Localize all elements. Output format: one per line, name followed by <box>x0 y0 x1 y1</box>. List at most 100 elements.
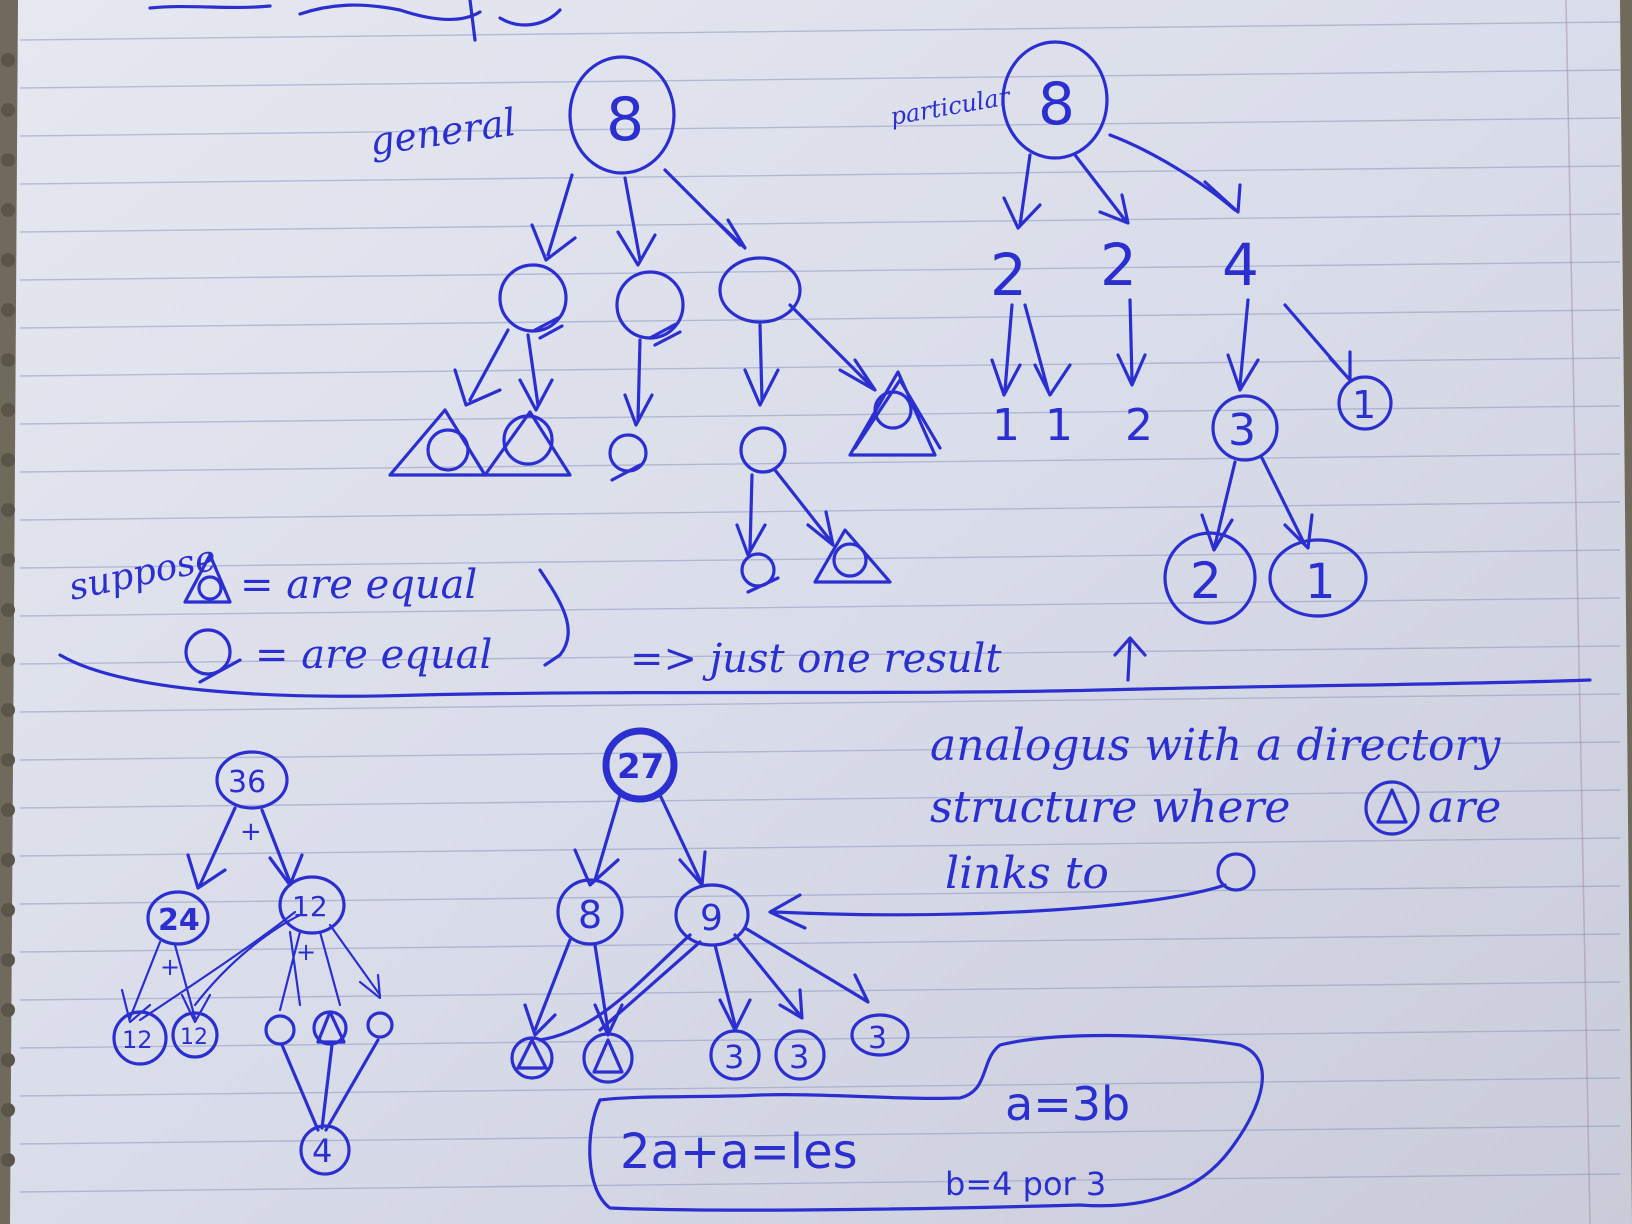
tree36-right-op: + <box>296 938 316 966</box>
tree27-small-node <box>510 1036 554 1080</box>
converging-lines <box>280 1038 380 1132</box>
arrow <box>530 173 577 262</box>
paper-sheet <box>10 0 1632 1224</box>
tree27-child-8 <box>556 878 624 946</box>
tree36-child-24-value: 24 <box>158 903 200 938</box>
tree27-leaf-3a <box>709 1029 761 1081</box>
general-root-node <box>568 55 676 175</box>
particular-leaf-2-value: 2 <box>1190 552 1222 610</box>
legend-triangle-inner-circle <box>197 575 223 601</box>
legend-triangle-icon <box>183 553 232 604</box>
legend-triangle-text: = are equal <box>240 562 477 608</box>
link-curve <box>538 933 692 1042</box>
arrow <box>1226 298 1260 392</box>
arrow <box>173 943 212 1024</box>
arrows <box>278 923 382 1012</box>
particular-l2-a: 1 <box>992 400 1020 451</box>
general-node-1 <box>498 263 568 333</box>
tree27-triangle-inner <box>592 1038 624 1074</box>
tree27-root-node <box>602 727 678 803</box>
slash-mark <box>533 316 564 340</box>
arrow <box>990 303 1022 397</box>
legend-circle-icon <box>184 628 232 676</box>
arrow <box>743 323 780 407</box>
analogy-link-circle-icon <box>1216 852 1256 892</box>
arrow <box>573 793 622 887</box>
slash-mark <box>648 322 682 347</box>
triangle-node <box>813 528 892 584</box>
tree27-child-8-value: 8 <box>578 893 602 937</box>
analogy-arrow <box>768 883 1227 930</box>
tree36-bottom-value: 4 <box>312 1132 332 1170</box>
arrow <box>193 913 302 1007</box>
spiral-binding <box>1 53 15 1167</box>
particular-l1-b: 2 <box>1100 231 1137 299</box>
analogy-line2: structure where <box>930 782 1290 833</box>
arrow <box>1116 298 1147 387</box>
arrow <box>186 806 237 890</box>
analogy-triangle-icon <box>1376 788 1408 824</box>
tree36-child-12-value: 12 <box>292 890 328 923</box>
arrow <box>1023 303 1072 397</box>
arrow <box>733 933 804 1020</box>
particular-l2-b: 1 <box>1045 400 1073 451</box>
brace <box>538 568 570 667</box>
arrow <box>1108 133 1242 214</box>
tree27-leaf-3c-value: 3 <box>868 1021 887 1056</box>
link-line <box>598 940 702 1032</box>
triangle-node <box>483 410 572 477</box>
tree36-child-12 <box>278 875 346 935</box>
general-tree: general 8 <box>367 55 942 594</box>
tree36-root-op: + <box>240 817 262 847</box>
particular-root-value: 8 <box>1038 70 1075 138</box>
header-scribble <box>148 0 562 42</box>
slash-mark <box>198 658 242 684</box>
tree36-leaf-12a-value: 12 <box>122 1026 153 1054</box>
arrow <box>788 303 877 392</box>
arrow <box>1002 153 1042 230</box>
triangle-inner-circle <box>426 428 470 472</box>
particular-l1-a: 2 <box>990 241 1027 309</box>
tree36-root-value: 36 <box>228 765 266 800</box>
particular-leaf-1 <box>1268 538 1368 618</box>
arrow <box>616 176 657 267</box>
tree27-triangle-node <box>582 1032 634 1084</box>
tree27-child-9 <box>674 883 750 947</box>
particular-leaf-2 <box>1163 531 1257 625</box>
tree36-small-triangle <box>316 1010 346 1044</box>
tree36-root-node <box>215 750 289 810</box>
analogy-line3: links to <box>945 848 1109 899</box>
arrow <box>1073 153 1130 225</box>
particular-circled-1 <box>1337 375 1393 431</box>
tree36-bottom-node <box>299 1124 351 1176</box>
tree36-small-node <box>264 1014 296 1046</box>
general-node-3 <box>718 256 802 324</box>
analogy-note: analogus with a directory structure wher… <box>768 720 1502 930</box>
tree-27: 27 8 9 3 3 3 <box>510 727 910 1084</box>
arrow <box>1200 460 1237 552</box>
small-node <box>739 426 787 474</box>
divider-stroke <box>58 653 1592 698</box>
arrow <box>1260 456 1314 550</box>
tree27-small-triangle <box>516 1038 548 1070</box>
triangle-inner-circle <box>832 542 868 578</box>
arrow <box>453 328 510 407</box>
equation-2: a=3b <box>1005 1077 1130 1131</box>
particular-leaf-1-value: 1 <box>1305 554 1336 610</box>
slash-mark <box>746 576 780 594</box>
arrow <box>623 338 654 427</box>
general-root-value: 8 <box>606 85 644 155</box>
analogy-triangle-circle-icon <box>1364 780 1420 836</box>
conclusion-text: => just one result <box>630 636 1002 682</box>
particular-circled-1-value: 1 <box>1352 383 1376 427</box>
triangle-inner-circle <box>502 414 554 466</box>
equation-box: 2a+a=les a=3b b=4 por 3 <box>588 1033 1264 1212</box>
tree27-leaf-3b <box>774 1029 826 1081</box>
tree27-child-9-value: 9 <box>700 898 723 939</box>
arrow <box>138 910 297 1022</box>
analogy-line2b: are <box>1428 782 1501 833</box>
tree36-child-24 <box>146 890 210 946</box>
legend-circle-text: = are equal <box>255 632 492 678</box>
